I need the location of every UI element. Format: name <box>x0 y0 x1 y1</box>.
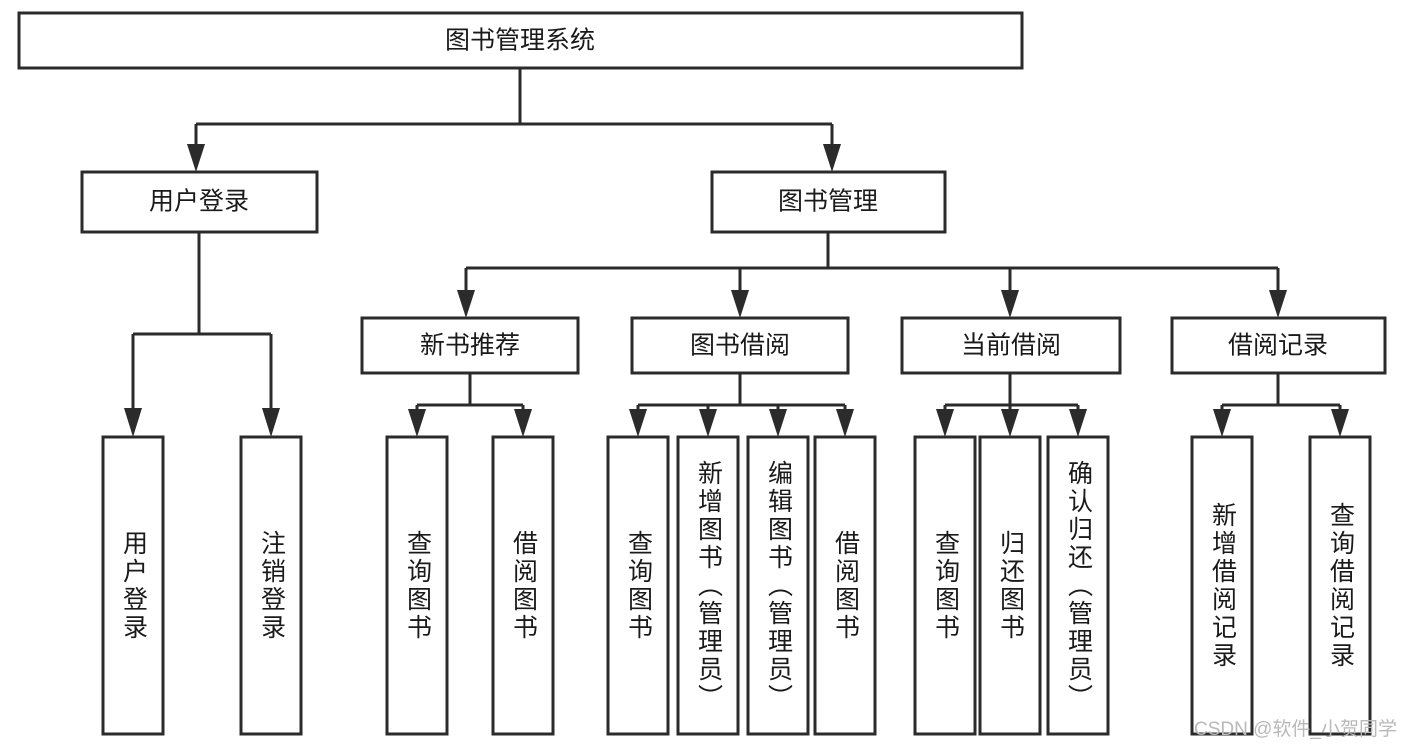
arrow-head-icon <box>514 409 532 437</box>
leaf-node-add-book-admin[interactable] <box>676 435 740 736</box>
leaf-node-query-book-current[interactable] <box>913 435 977 736</box>
leaf-node-query-book-borrow[interactable] <box>606 435 670 736</box>
arrow-head-icon <box>1001 409 1019 437</box>
arrow-head-icon <box>731 290 749 318</box>
connector-root-to-level2 <box>187 68 841 172</box>
arrow-head-icon <box>936 409 954 437</box>
arrow-head-icon <box>457 290 475 318</box>
leaf-node-return-book[interactable] <box>978 435 1042 736</box>
arrow-head-icon <box>262 408 280 437</box>
leaf-node-add-borrow-record[interactable] <box>1190 435 1254 736</box>
watermark-text: CSDN @软件_小贺同学 <box>1194 719 1397 740</box>
arrow-head-icon <box>769 409 787 437</box>
node-book-borrow[interactable]: 图书借阅 <box>630 316 850 375</box>
leaf-node-edit-book-admin[interactable] <box>746 435 810 736</box>
node-label: 当前借阅 <box>961 332 1061 360</box>
leaf-node-confirm-return-admin[interactable] <box>1046 435 1110 736</box>
node-user-login[interactable]: 用户登录 <box>80 170 319 234</box>
leaf-node-logout[interactable] <box>239 435 303 736</box>
connector-newbook-to-leaves <box>408 373 532 437</box>
arrow-head-icon <box>1001 290 1019 318</box>
arrow-head-icon <box>187 144 205 172</box>
node-label: 新书推荐 <box>420 332 520 360</box>
connector-bookborrow-to-leaves <box>629 373 854 437</box>
connector-currentborrow-to-leaves <box>936 373 1087 437</box>
leaf-node-query-book-recommend[interactable] <box>385 435 449 736</box>
arrow-head-icon <box>124 408 142 437</box>
arrow-head-icon <box>836 409 854 437</box>
node-borrow-record[interactable]: 借阅记录 <box>1170 316 1387 375</box>
node-label: 图书管理 <box>778 188 878 216</box>
node-label: 用户登录 <box>149 188 249 216</box>
arrow-head-icon <box>1069 409 1087 437</box>
node-label: 借阅记录 <box>1228 332 1328 360</box>
arrow-head-icon <box>1331 409 1349 437</box>
arrow-head-icon <box>1269 290 1287 318</box>
node-current-borrow[interactable]: 当前借阅 <box>900 316 1122 375</box>
connector-borrowrecord-to-leaves <box>1213 373 1349 437</box>
connector-bookmgmt-to-level3 <box>457 232 1287 318</box>
node-book-management-system[interactable]: 图书管理系统 <box>17 11 1024 70</box>
node-label: 图书管理系统 <box>445 27 595 55</box>
arrow-head-icon <box>629 409 647 437</box>
arrow-head-icon <box>699 409 717 437</box>
leaf-node-user-login[interactable] <box>101 435 165 736</box>
arrow-head-icon <box>1213 409 1231 437</box>
leaf-node-query-borrow-record[interactable] <box>1308 435 1372 736</box>
leaf-node-borrow-book[interactable] <box>813 435 877 736</box>
leaf-node-borrow-book-recommend[interactable] <box>491 435 555 736</box>
node-book-management[interactable]: 图书管理 <box>710 170 947 234</box>
node-label: 图书借阅 <box>690 332 790 360</box>
arrow-head-icon <box>408 409 426 437</box>
arrow-head-icon <box>823 144 841 172</box>
connector-userlogin-to-leaves <box>124 232 280 437</box>
node-new-book-recommend[interactable]: 新书推荐 <box>360 316 580 375</box>
